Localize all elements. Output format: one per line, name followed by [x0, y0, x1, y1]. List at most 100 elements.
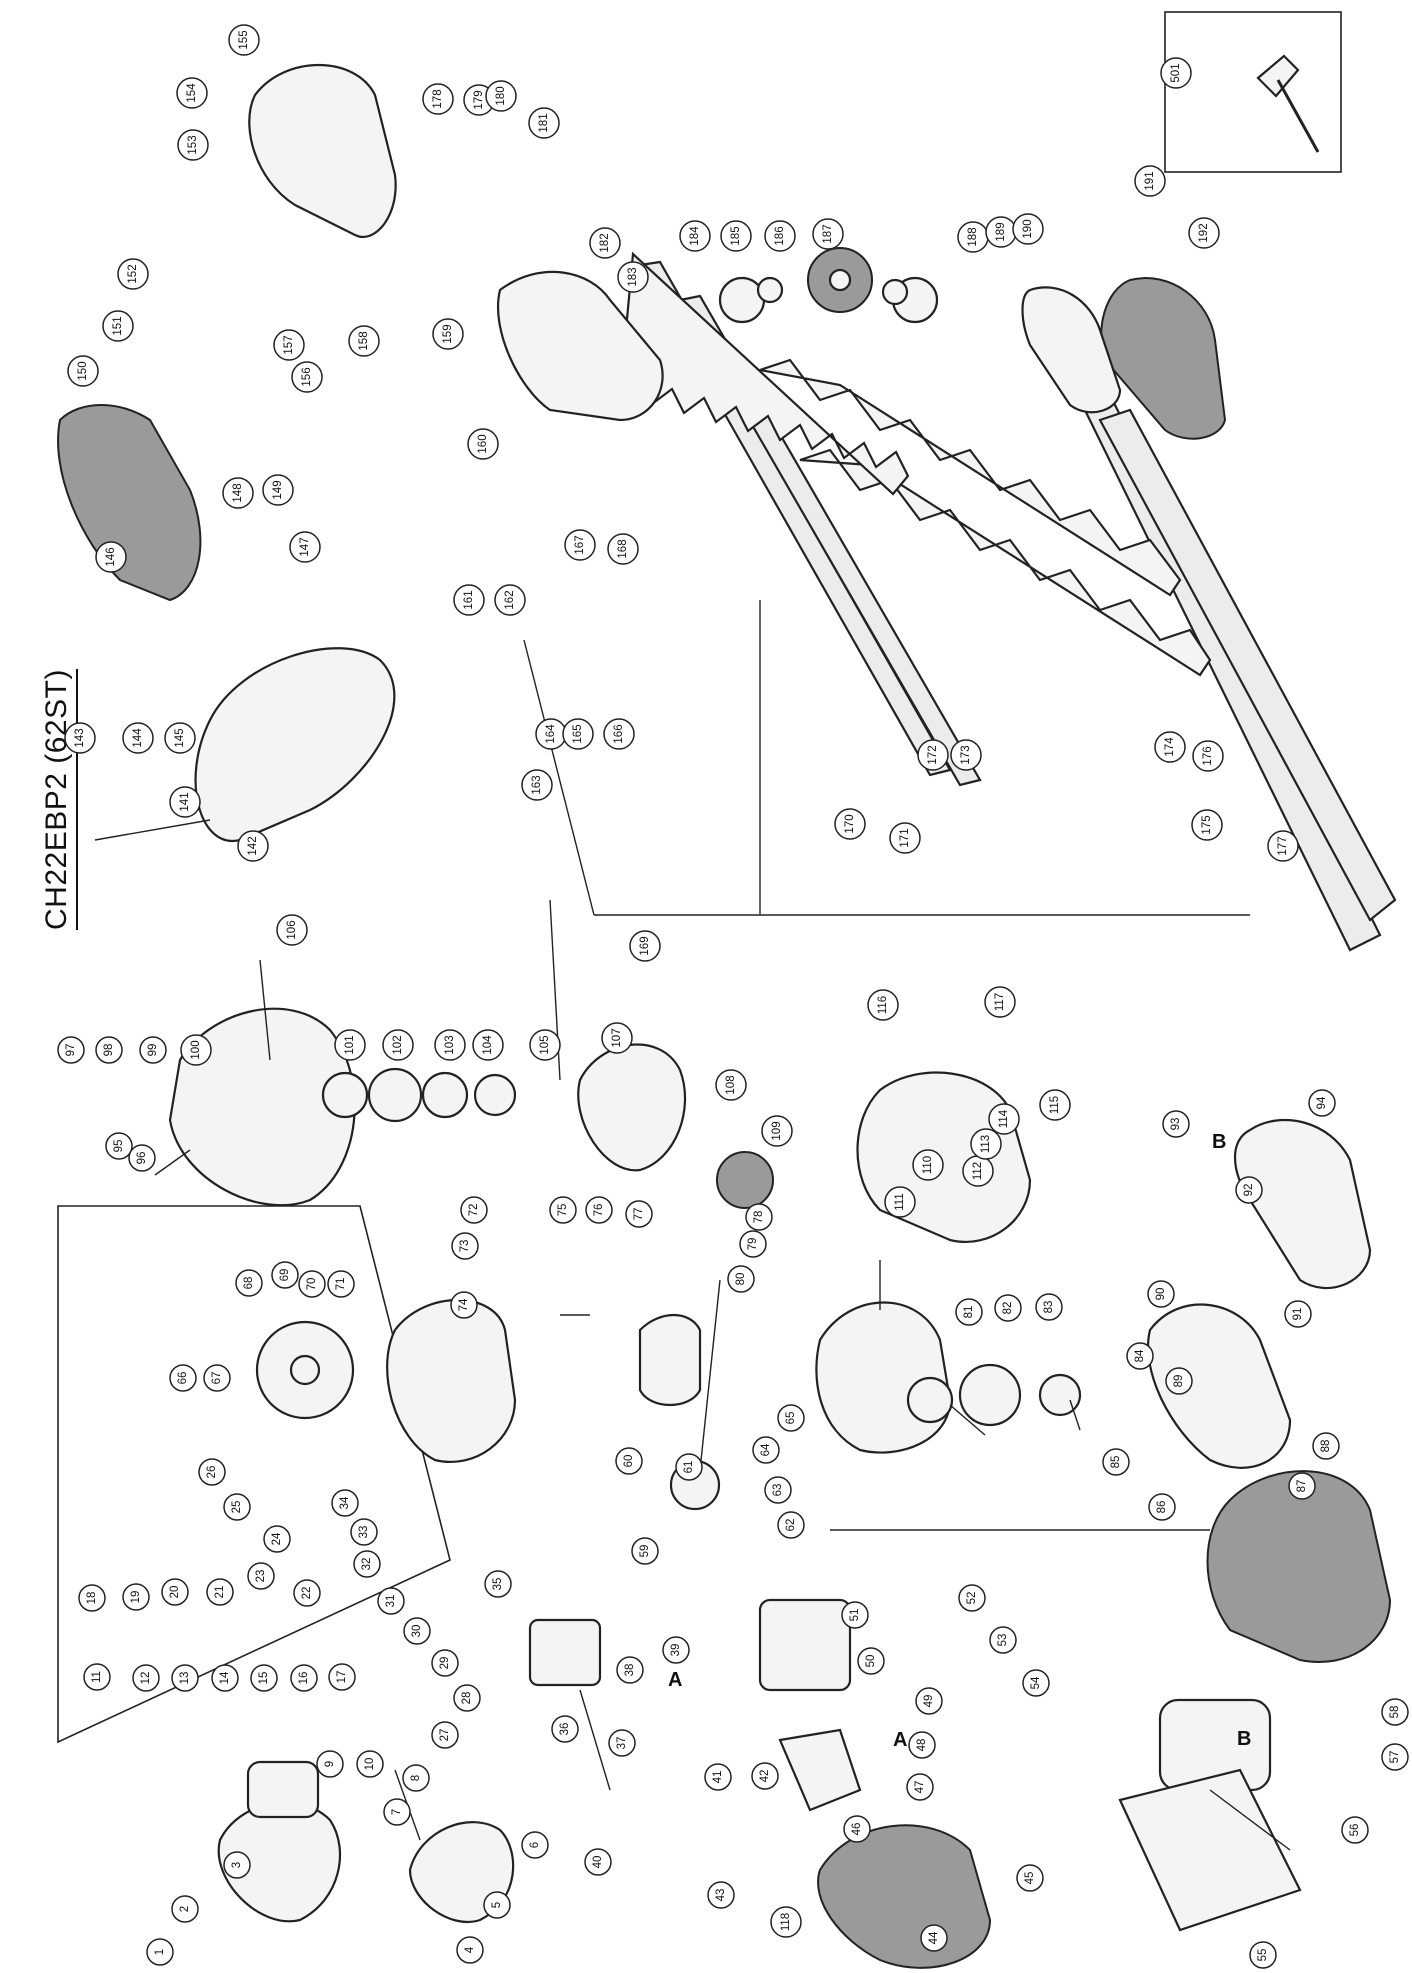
callout-number: 74	[458, 1298, 470, 1311]
callout-bubble	[247, 1562, 275, 1590]
callout-number: 166	[613, 724, 625, 743]
callout-number: 40	[592, 1856, 604, 1869]
callout-bubble	[1235, 1176, 1263, 1204]
callout-72: 72	[460, 1196, 488, 1224]
assembly-mark-b-lower: B	[1237, 1728, 1251, 1750]
callout-number: 157	[283, 335, 295, 354]
callout-number: 109	[771, 1121, 783, 1140]
callout-bubble	[912, 1149, 944, 1181]
callout-bubble	[328, 1663, 356, 1691]
callout-number: 56	[1349, 1824, 1361, 1837]
callout-number: 501	[1170, 63, 1182, 82]
callout-bubble	[950, 739, 982, 771]
callout-number: 108	[725, 1075, 737, 1094]
carburetor-box	[57, 1205, 451, 1744]
callout-80: 80	[727, 1265, 755, 1293]
callout-number: 191	[1144, 171, 1156, 190]
callout-number: 51	[849, 1609, 861, 1622]
callout-number: 86	[1156, 1501, 1168, 1514]
callout-bubble	[889, 822, 921, 854]
callout-bubble	[989, 1626, 1017, 1654]
callout-bubble	[95, 1036, 123, 1064]
callout-144: 144	[122, 722, 154, 754]
callout-bubble	[353, 1550, 381, 1578]
callout-number: 107	[611, 1028, 623, 1047]
callout-number: 99	[147, 1044, 159, 1057]
callout-155: 155	[228, 24, 260, 56]
callout-bubble	[271, 1261, 299, 1289]
callout-number: 53	[997, 1634, 1009, 1647]
callout-99: 99	[139, 1036, 167, 1064]
callout-15: 15	[250, 1664, 278, 1692]
callout-111: 111	[884, 1186, 916, 1218]
callout-number: 174	[1164, 737, 1176, 757]
callout-34: 34	[331, 1489, 359, 1517]
callout-number: 177	[1277, 836, 1289, 855]
callout-143: 143	[64, 722, 96, 754]
callout-bubble	[601, 1022, 633, 1054]
callout-number: 63	[772, 1484, 784, 1497]
callout-bubble	[161, 1578, 189, 1606]
callout-number: 116	[877, 996, 889, 1014]
callout-85: 85	[1102, 1448, 1130, 1476]
callout-number: 141	[179, 792, 191, 811]
callout-number: 10	[364, 1758, 376, 1771]
callout-bubble	[867, 989, 899, 1021]
callout-17: 17	[328, 1663, 356, 1691]
callout-number: 49	[923, 1695, 935, 1708]
callout-bubble	[739, 1230, 767, 1258]
callout-147: 147	[289, 531, 321, 563]
callout-number: 93	[1170, 1118, 1182, 1131]
callout-100: 100	[180, 1034, 212, 1066]
callout-bubble	[857, 1647, 885, 1675]
callout-number: 3	[231, 1862, 243, 1868]
callout-42: 42	[751, 1762, 779, 1790]
callout-57: 57	[1381, 1743, 1409, 1771]
callout-number: 96	[136, 1152, 148, 1165]
callout-32: 32	[353, 1550, 381, 1578]
callout-87: 87	[1288, 1472, 1316, 1500]
callout-bubble	[122, 722, 154, 754]
callout-175: 175	[1191, 809, 1223, 841]
callout-bubble	[402, 1764, 430, 1792]
callout-number: 147	[299, 537, 311, 556]
callout-174: 174	[1154, 731, 1186, 763]
callout-31: 31	[377, 1587, 405, 1615]
callout-bubble	[57, 1036, 85, 1064]
callout-bubble	[83, 1663, 111, 1691]
callout-189: 189	[985, 216, 1017, 248]
callout-171: 171	[889, 822, 921, 854]
callout-115: 115	[1039, 1089, 1071, 1121]
callout-bubble	[675, 1453, 703, 1481]
callout-number: 39	[670, 1644, 682, 1657]
callout-bubble	[263, 1525, 291, 1553]
callout-69: 69	[271, 1261, 299, 1289]
crankshaft	[638, 1314, 702, 1407]
callout-bubble	[603, 718, 635, 750]
callout-number: 154	[186, 83, 198, 103]
callout-bubble	[176, 77, 208, 109]
callout-108: 108	[715, 1069, 747, 1101]
callout-bubble	[841, 1601, 869, 1629]
callout-52: 52	[958, 1584, 986, 1612]
callout-bubble	[908, 1731, 936, 1759]
callout-bubble	[198, 1458, 226, 1486]
callout-180: 180	[485, 80, 517, 112]
callout-number: 84	[1134, 1349, 1146, 1362]
callout-51: 51	[841, 1601, 869, 1629]
callout-95: 95	[105, 1132, 133, 1160]
callout-number: 37	[616, 1737, 628, 1750]
callout-bubble	[467, 428, 499, 460]
callout-bubble	[764, 1476, 792, 1504]
callout-bubble	[884, 1186, 916, 1218]
callout-bubble	[834, 808, 866, 840]
callout-number: 58	[1389, 1706, 1401, 1719]
callout-bubble	[1188, 217, 1220, 249]
callout-73: 73	[451, 1232, 479, 1260]
callout-83: 83	[1035, 1293, 1063, 1321]
callout-bubble	[1016, 1864, 1044, 1892]
callout-bubble	[456, 1936, 484, 1964]
callout-bubble	[105, 1132, 133, 1160]
callout-bubble	[751, 1762, 779, 1790]
